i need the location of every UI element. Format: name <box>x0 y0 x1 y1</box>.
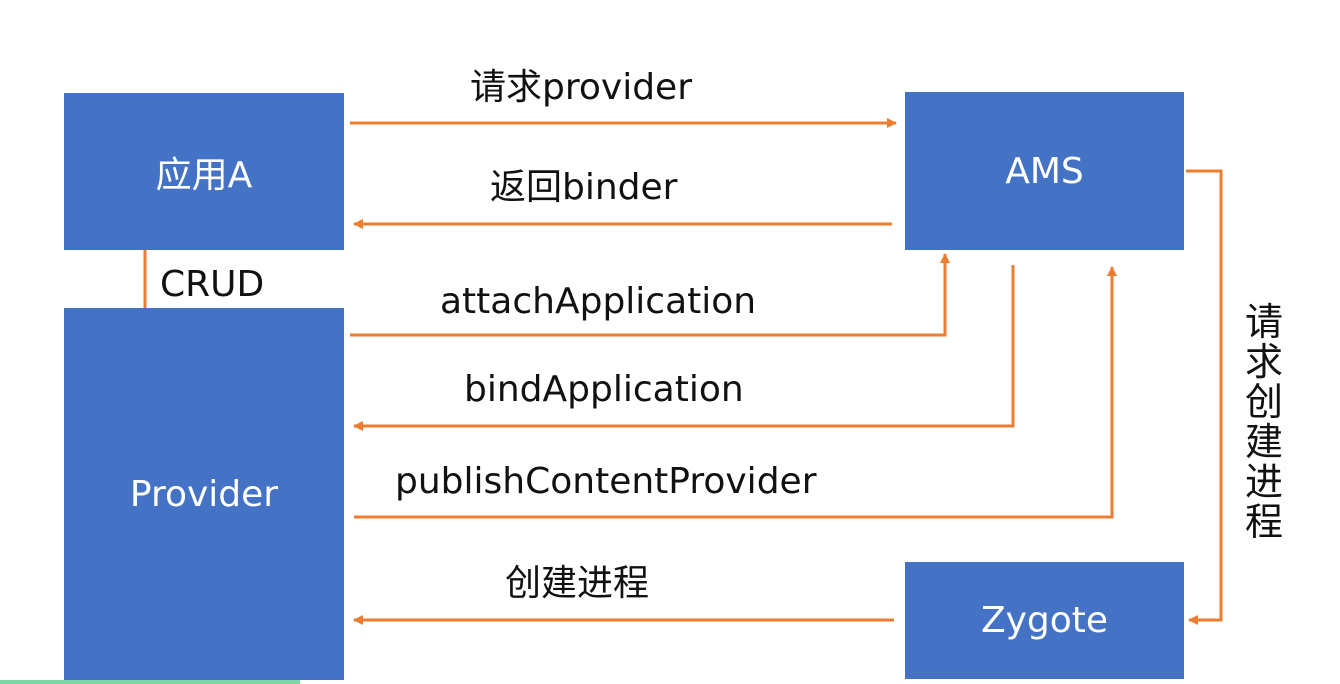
return-binder-label: 返回binder <box>490 167 678 208</box>
arrow-publish-content-provider <box>354 266 1117 519</box>
arrow-bind-application <box>353 265 1015 431</box>
bind-application-label: bindApplication <box>464 369 744 410</box>
app-a-box: 应用A <box>64 93 344 250</box>
publish-content-provider-label: publishContentProvider <box>395 461 817 502</box>
arrow-attach-application <box>350 253 950 337</box>
app-a-label: 应用A <box>155 154 253 196</box>
provider-label: Provider <box>129 473 279 515</box>
create-process-label: 创建进程 <box>505 563 650 604</box>
arrow-request-create-process <box>1186 169 1223 625</box>
ams-label: AMS <box>1005 150 1084 192</box>
ams-box: AMS <box>905 92 1184 250</box>
provider-box: Provider <box>64 308 344 680</box>
crud-label: CRUD <box>160 264 265 305</box>
attach-application-label: attachApplication <box>440 281 757 322</box>
zygote-label: Zygote <box>980 600 1109 641</box>
progress-strip <box>0 680 300 684</box>
request-provider-label: 请求provider <box>470 67 692 108</box>
request-create-process-label: 请求创建进程 <box>1244 300 1283 544</box>
zygote-box: Zygote <box>905 562 1184 679</box>
